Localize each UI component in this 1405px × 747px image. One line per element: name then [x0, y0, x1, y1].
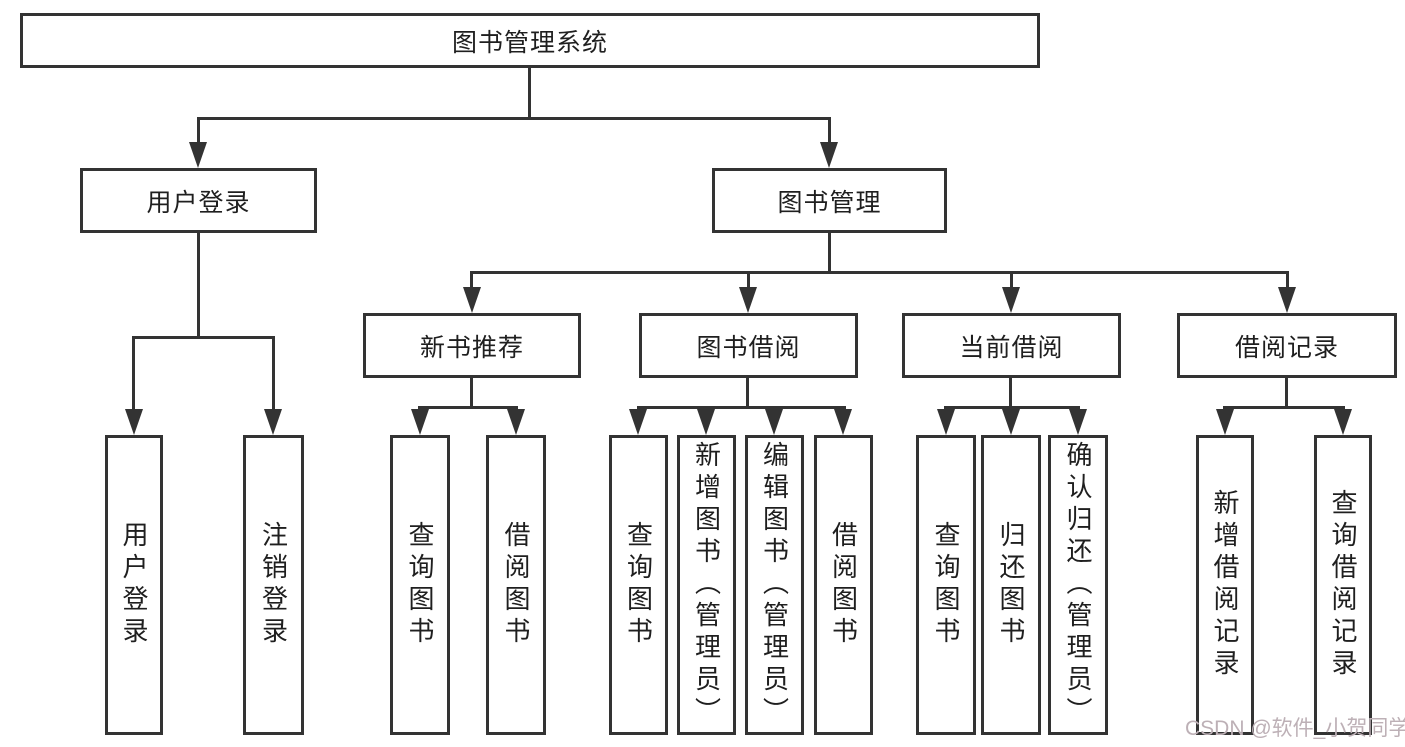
arrowhead-down-icon — [1002, 287, 1020, 313]
arrowhead-down-icon — [937, 409, 955, 435]
leaf-borrow-books-recommend-label: 借阅图书 — [501, 521, 531, 649]
connector-bookmgmt-stub — [828, 233, 831, 271]
arrowhead-down-icon — [697, 409, 715, 435]
connector-root-arm-right — [828, 117, 831, 145]
leaf-query-borrow-record: 查询借阅记录 — [1314, 435, 1372, 735]
node-user-login-label: 用户登录 — [146, 188, 251, 217]
leaf-user-login-label: 用户登录 — [119, 521, 149, 649]
connector-records-stub — [1285, 378, 1288, 408]
node-book-management-label: 图书管理 — [777, 188, 882, 217]
leaf-edit-book-admin-label: 编辑图书（管理员） — [759, 441, 790, 729]
leaf-add-borrow-record: 新增借阅记录 — [1196, 435, 1254, 735]
arrowhead-down-icon — [739, 287, 757, 313]
node-book-borrowing-label: 图书借阅 — [696, 333, 801, 362]
connector-userlogin-arm-right — [272, 336, 275, 411]
leaf-add-book-admin: 新增图书（管理员） — [677, 435, 736, 735]
leaf-query-borrow-record-label: 查询借阅记录 — [1328, 489, 1358, 681]
arrowhead-down-icon — [1278, 287, 1296, 313]
node-borrowing-records: 借阅记录 — [1177, 313, 1397, 378]
leaf-query-books-recommend: 查询图书 — [390, 435, 450, 735]
arrowhead-down-icon — [1334, 409, 1352, 435]
arrowhead-down-icon — [264, 409, 282, 435]
leaf-query-books-recommend-label: 查询图书 — [405, 521, 435, 649]
connector-userlogin-split — [132, 336, 275, 339]
leaf-query-books-borrow: 查询图书 — [609, 435, 668, 735]
node-current-borrowing-label: 当前借阅 — [959, 333, 1064, 362]
node-book-borrowing: 图书借阅 — [639, 313, 858, 378]
leaf-edit-book-admin: 编辑图书（管理员） — [745, 435, 804, 735]
connector-bookmgmt-split — [470, 271, 1288, 274]
arrowhead-down-icon — [1069, 409, 1087, 435]
connector-bookborrow-stub — [746, 378, 749, 408]
leaf-query-books-borrow-label: 查询图书 — [623, 521, 654, 649]
arrowhead-down-icon — [629, 409, 647, 435]
leaf-query-books-current-label: 查询图书 — [931, 521, 961, 649]
connector-newbook-split — [418, 406, 518, 409]
connector-userlogin-stub — [197, 233, 200, 336]
arrowhead-down-icon — [463, 287, 481, 313]
leaf-logout-login: 注销登录 — [243, 435, 304, 735]
leaf-return-book-label: 归还图书 — [996, 521, 1026, 649]
node-library-system: 图书管理系统 — [20, 13, 1040, 68]
connector-records-split — [1223, 406, 1345, 409]
node-library-system-label: 图书管理系统 — [451, 28, 608, 57]
leaf-borrow-books-label: 借阅图书 — [828, 521, 859, 649]
arrowhead-down-icon — [411, 409, 429, 435]
leaf-borrow-books: 借阅图书 — [814, 435, 873, 735]
csdn-watermark: CSDN @软件_小贺同学 — [1185, 717, 1405, 740]
arrowhead-down-icon — [189, 142, 207, 168]
node-user-login: 用户登录 — [80, 168, 317, 233]
arrowhead-down-icon — [834, 409, 852, 435]
node-current-borrowing: 当前借阅 — [902, 313, 1121, 378]
arrowhead-down-icon — [1216, 409, 1234, 435]
arrowhead-down-icon — [820, 142, 838, 168]
leaf-user-login: 用户登录 — [105, 435, 163, 735]
node-new-book-recommendation: 新书推荐 — [363, 313, 581, 378]
connector-currentborrow-split — [944, 406, 1080, 409]
connector-bookmgmt-arm-4 — [1286, 271, 1289, 289]
connector-userlogin-arm-left — [132, 336, 135, 411]
node-new-book-recommendation-label: 新书推荐 — [419, 333, 524, 362]
connector-bookborrow-split — [637, 406, 846, 409]
leaf-add-borrow-record-label: 新增借阅记录 — [1210, 489, 1240, 681]
arrowhead-down-icon — [765, 409, 783, 435]
connector-currentborrow-stub — [1009, 378, 1012, 408]
connector-root-stub — [528, 68, 531, 117]
node-book-management: 图书管理 — [712, 168, 947, 233]
leaf-add-book-admin-label: 新增图书（管理员） — [691, 441, 722, 729]
leaf-confirm-return-admin: 确认归还（管理员） — [1048, 435, 1108, 735]
arrowhead-down-icon — [1002, 409, 1020, 435]
leaf-logout-login-label: 注销登录 — [258, 521, 289, 649]
connector-bookmgmt-arm-2 — [747, 271, 750, 289]
connector-root-arm-left — [197, 117, 200, 145]
arrowhead-down-icon — [125, 409, 143, 435]
leaf-query-books-current: 查询图书 — [916, 435, 976, 735]
leaf-borrow-books-recommend: 借阅图书 — [486, 435, 546, 735]
connector-newbook-stub — [470, 378, 473, 408]
leaf-confirm-return-admin-label: 确认归还（管理员） — [1063, 441, 1093, 729]
node-borrowing-records-label: 借阅记录 — [1234, 333, 1339, 362]
connector-bookmgmt-arm-1 — [470, 271, 473, 289]
leaf-return-book: 归还图书 — [981, 435, 1041, 735]
arrowhead-down-icon — [507, 409, 525, 435]
connector-root-split — [197, 117, 831, 120]
connector-bookmgmt-arm-3 — [1010, 271, 1013, 289]
